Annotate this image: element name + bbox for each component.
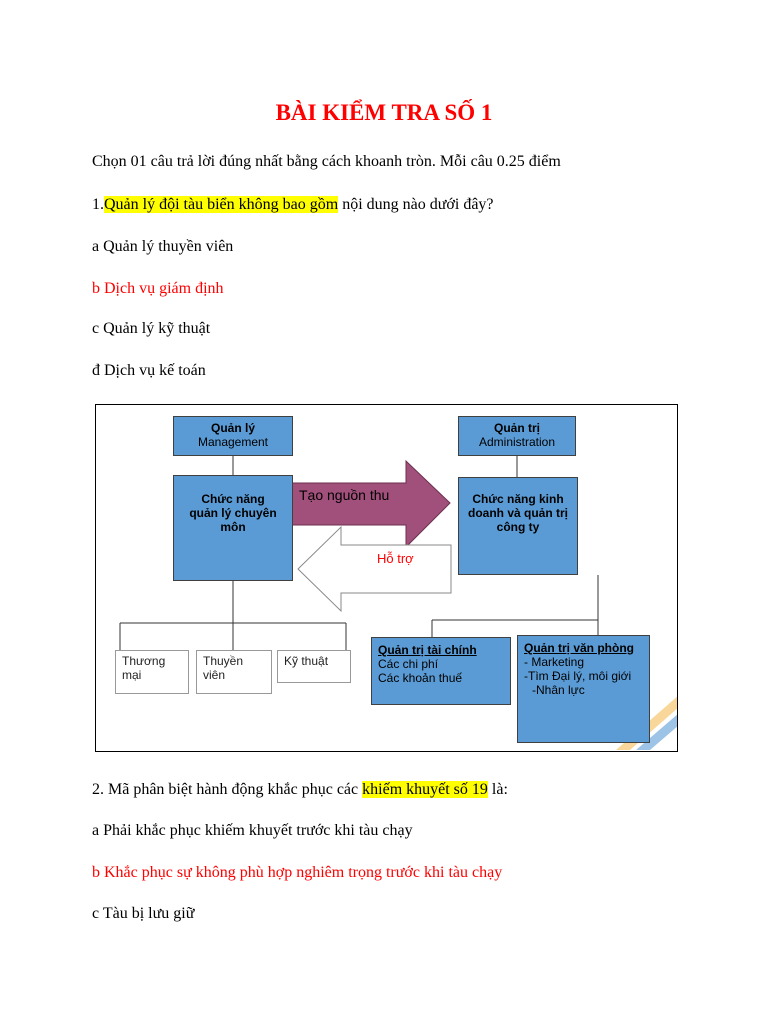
question-1-suffix: nội dung nào dưới đây? <box>338 196 494 213</box>
sub-box-crew: Thuyền viên <box>196 650 272 694</box>
page-title: BÀI KIỂM TRA SỐ 1 <box>275 100 493 125</box>
finance-box: Quản trị tài chính Các chi phí Các khoản… <box>371 637 511 705</box>
question-2-option-c[interactable]: c Tàu bị lưu giữ <box>92 905 195 922</box>
question-1-option-d[interactable]: đ Dịch vụ kế toán <box>92 362 206 379</box>
office-item-2: -Tìm Đại lý, môi giới <box>524 669 632 683</box>
finance-item-1: Các chi phí <box>378 657 439 671</box>
management-subtitle: Management <box>197 435 269 449</box>
question-1: 1.Quản lý đội tàu biển không bao gồm nội… <box>92 196 494 214</box>
question-2-prefix: 2. Mã phân biệt hành động khắc phục các <box>92 781 363 798</box>
question-1-prefix: 1. <box>92 196 104 213</box>
finance-item-2: Các khoản thuế <box>378 671 463 685</box>
question-2-option-a[interactable]: a Phải khắc phục khiếm khuyết trước khi … <box>92 822 413 839</box>
instruction: Chọn 01 câu trả lời đúng nhất bằng cách … <box>92 153 561 170</box>
office-box: Quản trị văn phòng - Marketing -Tìm Đại … <box>517 635 650 743</box>
management-title: Quản lý <box>210 421 255 435</box>
office-title: Quản trị văn phòng <box>524 641 634 655</box>
arrow-right-shape <box>291 459 451 549</box>
question-2-suffix: là: <box>487 781 508 798</box>
prof-function-box: Chức năng quản lý chuyên môn <box>173 475 293 581</box>
office-item-3: -Nhân lực <box>532 683 585 697</box>
org-diagram: Quản lý Management Quản trị Administrati… <box>95 404 678 752</box>
arrow-left-label: Hỗ trợ <box>377 551 414 566</box>
sub-box-technical: Kỹ thuật <box>277 650 351 683</box>
management-box: Quản lý Management <box>173 416 293 456</box>
question-2-option-b[interactable]: b Khắc phục sự không phù hợp nghiêm trọn… <box>92 864 503 881</box>
arrow-left-shape <box>297 525 452 613</box>
business-function-box: Chức năng kinh doanh và quản trị công ty <box>458 477 578 575</box>
question-1-option-c[interactable]: c Quản lý kỹ thuật <box>92 320 211 337</box>
question-2: 2. Mã phân biệt hành động khắc phục các … <box>92 781 508 799</box>
question-2-highlight: khiếm khuyết số 19 <box>362 781 488 798</box>
question-1-option-b[interactable]: b Dịch vụ giám định <box>92 280 224 297</box>
admin-title: Quản trị <box>493 421 540 435</box>
sub-box-commerce: Thương mại <box>115 650 189 694</box>
admin-box: Quản trị Administration <box>458 416 576 456</box>
arrow-right-label: Tạo nguồn thu <box>299 487 390 503</box>
finance-title: Quản trị tài chính <box>378 643 477 657</box>
question-1-option-a[interactable]: a Quản lý thuyền viên <box>92 238 234 255</box>
connector-lines <box>119 455 677 750</box>
admin-subtitle: Administration <box>478 435 556 449</box>
office-item-1: - Marketing <box>524 655 585 669</box>
question-1-highlight: Quản lý đội tàu biển không bao gồm <box>104 196 339 213</box>
